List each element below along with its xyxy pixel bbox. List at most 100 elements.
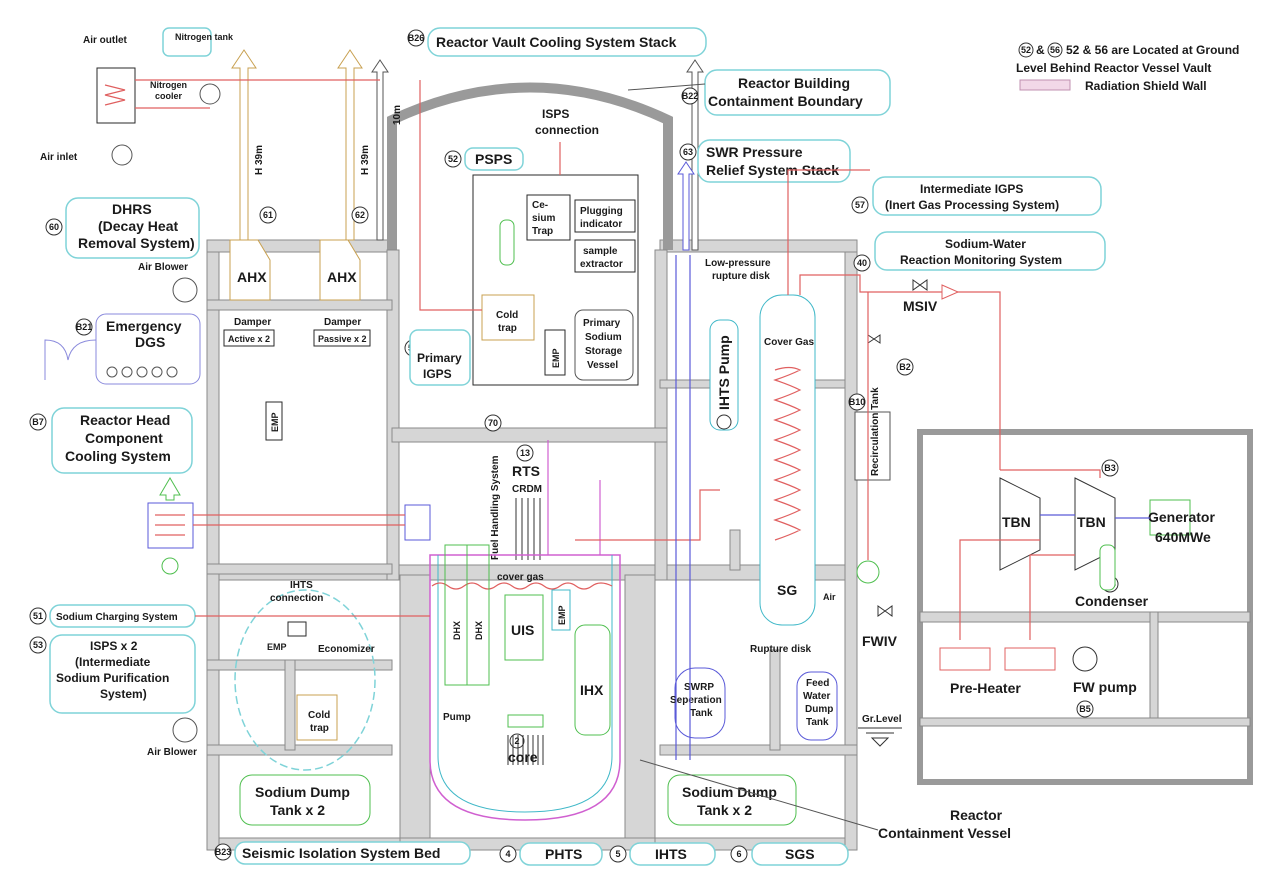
svg-text:EMP: EMP	[267, 642, 287, 652]
svg-text:B22: B22	[682, 91, 699, 101]
svg-text:sample: sample	[583, 246, 618, 257]
svg-text:cooler: cooler	[155, 91, 183, 101]
svg-text:Air Blower: Air Blower	[138, 262, 188, 273]
svg-text:SWR Pressure: SWR Pressure	[706, 144, 803, 160]
svg-text:cover gas: cover gas	[497, 572, 544, 583]
svg-text:Pre-Heater: Pre-Heater	[950, 680, 1021, 696]
svg-text:PSPS: PSPS	[475, 151, 512, 167]
svg-text:63: 63	[683, 147, 693, 157]
callout-sodium-charging: 51 Sodium Charging System	[30, 605, 195, 627]
svg-text:Component: Component	[85, 430, 163, 446]
svg-text:Level Behind Reactor Vessel Va: Level Behind Reactor Vessel Vault	[1016, 61, 1211, 75]
svg-text:Water: Water	[803, 691, 831, 702]
legend: 52 & 56 52 & 56 are Located at Ground Le…	[1016, 43, 1239, 93]
svg-text:SGS: SGS	[785, 846, 815, 862]
steam-line-valves: MSIV B2 B10 Recirculation Tank FWIV	[849, 280, 1000, 649]
svg-text:EMP: EMP	[270, 412, 280, 432]
callout-rvcs-stack: B26 Reactor Vault Cooling System Stack	[408, 28, 706, 56]
svg-text:70: 70	[488, 418, 498, 428]
svg-text:57: 57	[855, 200, 865, 210]
svg-text:Emergency: Emergency	[106, 318, 182, 334]
svg-text:Low-pressure: Low-pressure	[705, 258, 771, 269]
callout-igps: Intermediate IGPS (Inert Gas Processing …	[852, 177, 1101, 215]
svg-text:SG: SG	[777, 582, 797, 598]
svg-text:Cooling System: Cooling System	[65, 448, 171, 464]
svg-text:B2: B2	[899, 362, 911, 372]
svg-text:CRDM: CRDM	[512, 484, 542, 495]
svg-text:IHTS: IHTS	[655, 846, 687, 862]
psps-system: ISPS connection 52 PSPS Ce- sium Trap Pl…	[405, 80, 638, 385]
svg-text:Containment Vessel: Containment Vessel	[878, 825, 1011, 841]
callout-swr-stack: 63 SWR Pressure Relief System Stack	[680, 140, 850, 182]
svg-text:Cold: Cold	[308, 710, 330, 721]
svg-text:&: &	[1036, 43, 1045, 57]
svg-text:Air Blower: Air Blower	[147, 747, 197, 758]
svg-text:61: 61	[263, 210, 273, 220]
svg-text:5: 5	[615, 849, 620, 859]
svg-text:Passive x 2: Passive x 2	[318, 334, 367, 344]
svg-text:sium: sium	[532, 213, 555, 224]
svg-text:40: 40	[857, 258, 867, 268]
svg-text:Sodium Dump: Sodium Dump	[255, 784, 350, 800]
svg-text:56: 56	[1050, 45, 1060, 55]
svg-text:H 39m: H 39m	[360, 145, 371, 175]
svg-text:Storage: Storage	[585, 346, 623, 357]
svg-text:DHX: DHX	[474, 621, 484, 640]
svg-text:ISPS x 2: ISPS x 2	[90, 639, 138, 653]
svg-text:Ce-: Ce-	[532, 200, 548, 211]
svg-text:TBN: TBN	[1002, 514, 1031, 530]
svg-text:51: 51	[33, 611, 43, 621]
svg-text:AHX: AHX	[327, 269, 357, 285]
svg-text:6: 6	[736, 849, 741, 859]
callout-dump-left: Sodium Dump Tank x 2	[240, 775, 370, 825]
callout-emergency-dgs: B21 Emergency DGS	[45, 314, 200, 384]
svg-text:Plugging: Plugging	[580, 206, 623, 217]
svg-text:TBN: TBN	[1077, 514, 1106, 530]
svg-text:IHTS: IHTS	[290, 580, 313, 591]
svg-text:Removal System): Removal System)	[78, 235, 195, 251]
svg-text:Seperation: Seperation	[670, 695, 722, 706]
callout-swrms: Sodium-Water Reaction Monitoring System …	[854, 232, 1105, 271]
svg-text:Nitrogen tank: Nitrogen tank	[175, 32, 234, 42]
svg-text:indicator: indicator	[580, 219, 622, 230]
svg-text:Economizer: Economizer	[318, 644, 375, 655]
svg-text:System): System)	[100, 687, 147, 701]
turbine-hall: B3 TBN TBN Generator 640MWe B4 Condenser…	[940, 460, 1215, 717]
svg-text:52: 52	[1021, 45, 1031, 55]
svg-text:Tank: Tank	[806, 717, 829, 728]
svg-text:4: 4	[505, 849, 510, 859]
svg-text:DHRS: DHRS	[112, 201, 152, 217]
svg-text:Sodium: Sodium	[585, 332, 622, 343]
svg-text:Condenser: Condenser	[1075, 593, 1149, 609]
svg-text:DHX: DHX	[452, 621, 462, 640]
svg-text:B3: B3	[1104, 463, 1116, 473]
svg-text:FWIV: FWIV	[862, 633, 898, 649]
svg-text:H 39m: H 39m	[254, 145, 265, 175]
svg-text:Recirculation Tank: Recirculation Tank	[870, 387, 881, 476]
svg-text:Intermediate IGPS: Intermediate IGPS	[920, 182, 1023, 196]
svg-text:Vessel: Vessel	[587, 360, 618, 371]
svg-text:Tank: Tank	[690, 708, 713, 719]
svg-text:core: core	[508, 749, 538, 765]
svg-text:Primary: Primary	[583, 318, 621, 329]
svg-text:rupture disk: rupture disk	[712, 271, 770, 282]
callout-isps: 53 ISPS x 2 (Intermediate Sodium Purific…	[30, 635, 195, 713]
svg-text:B21: B21	[76, 322, 93, 332]
svg-text:connection: connection	[270, 593, 323, 604]
svg-text:53: 53	[33, 640, 43, 650]
svg-text:IHX: IHX	[580, 682, 604, 698]
svg-text:52 & 56 are Located at Ground: 52 & 56 are Located at Ground	[1066, 43, 1239, 57]
svg-text:(Inert Gas Processing System): (Inert Gas Processing System)	[885, 198, 1059, 212]
nitrogen-cooler-group: Air outlet Nitrogen tank Nitrogen cooler…	[40, 28, 380, 165]
svg-text:Reactor: Reactor	[950, 807, 1003, 823]
svg-text:B26: B26	[408, 33, 425, 43]
svg-text:Primary: Primary	[417, 351, 462, 365]
svg-text:Reactor Building: Reactor Building	[738, 75, 850, 91]
ground-level-marker: Gr.Level	[858, 714, 902, 746]
svg-text:Active x 2: Active x 2	[228, 334, 270, 344]
svg-text:EMP: EMP	[551, 348, 561, 368]
svg-text:10m: 10m	[392, 105, 403, 125]
svg-text:Pump: Pump	[443, 712, 471, 723]
svg-text:SWRP: SWRP	[684, 682, 714, 693]
svg-text:Reactor Head: Reactor Head	[80, 412, 170, 428]
